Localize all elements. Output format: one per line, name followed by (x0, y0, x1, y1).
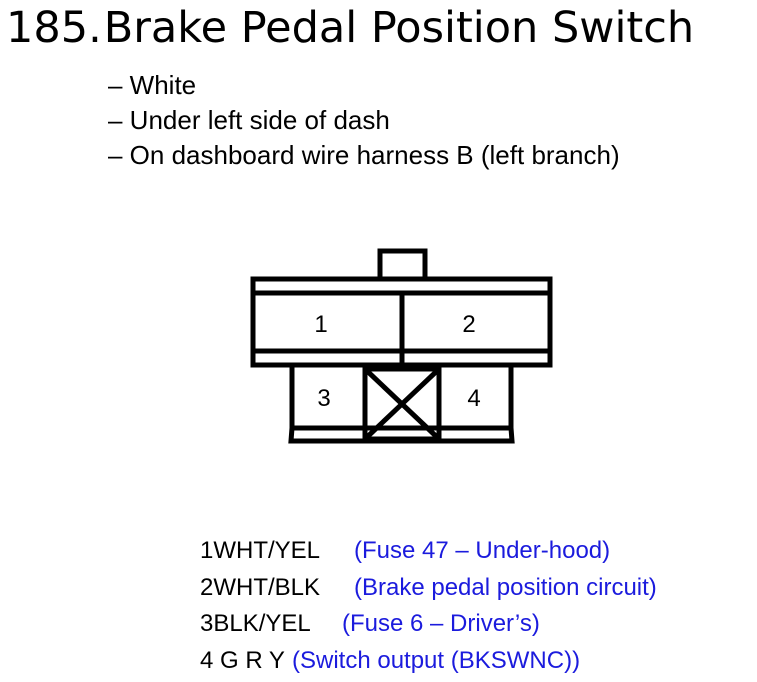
page-title: 185.Brake Pedal Position Switch (6, 2, 694, 54)
pin-label-2: 2 (462, 311, 475, 338)
blank-cavity-cross-b (363, 367, 441, 441)
terminal-description: (Switch output (BKSWNC)) (292, 646, 581, 674)
pin-label-3: 3 (317, 385, 330, 412)
blank-cavity (362, 366, 442, 442)
connector-lock-tab (377, 248, 428, 282)
pin-label-4: 4 (467, 385, 480, 412)
component-number: 185. (6, 3, 102, 53)
terminal-description: (Brake pedal position circuit) (354, 573, 657, 601)
component-details: – White – Under left side of dash – On d… (108, 68, 620, 173)
terminal-code: 3BLK/YEL (200, 610, 311, 637)
pin-label-1: 1 (314, 311, 327, 338)
terminal-code: 2WHT/BLK (200, 573, 321, 601)
detail-location: – Under left side of dash (108, 105, 390, 135)
terminal-code: 1WHT/YEL (200, 537, 321, 564)
detail-harness: – On dashboard wire harness B (left bran… (108, 140, 620, 170)
component-name: Brake Pedal Position Switch (103, 3, 695, 53)
terminal-code: 4 G R Y (200, 646, 285, 674)
terminal-description: (Fuse 47 – Under-hood) (354, 537, 611, 564)
terminal-description: (Fuse 6 – Driver’s) (342, 610, 540, 637)
detail-color: – White (108, 70, 197, 100)
